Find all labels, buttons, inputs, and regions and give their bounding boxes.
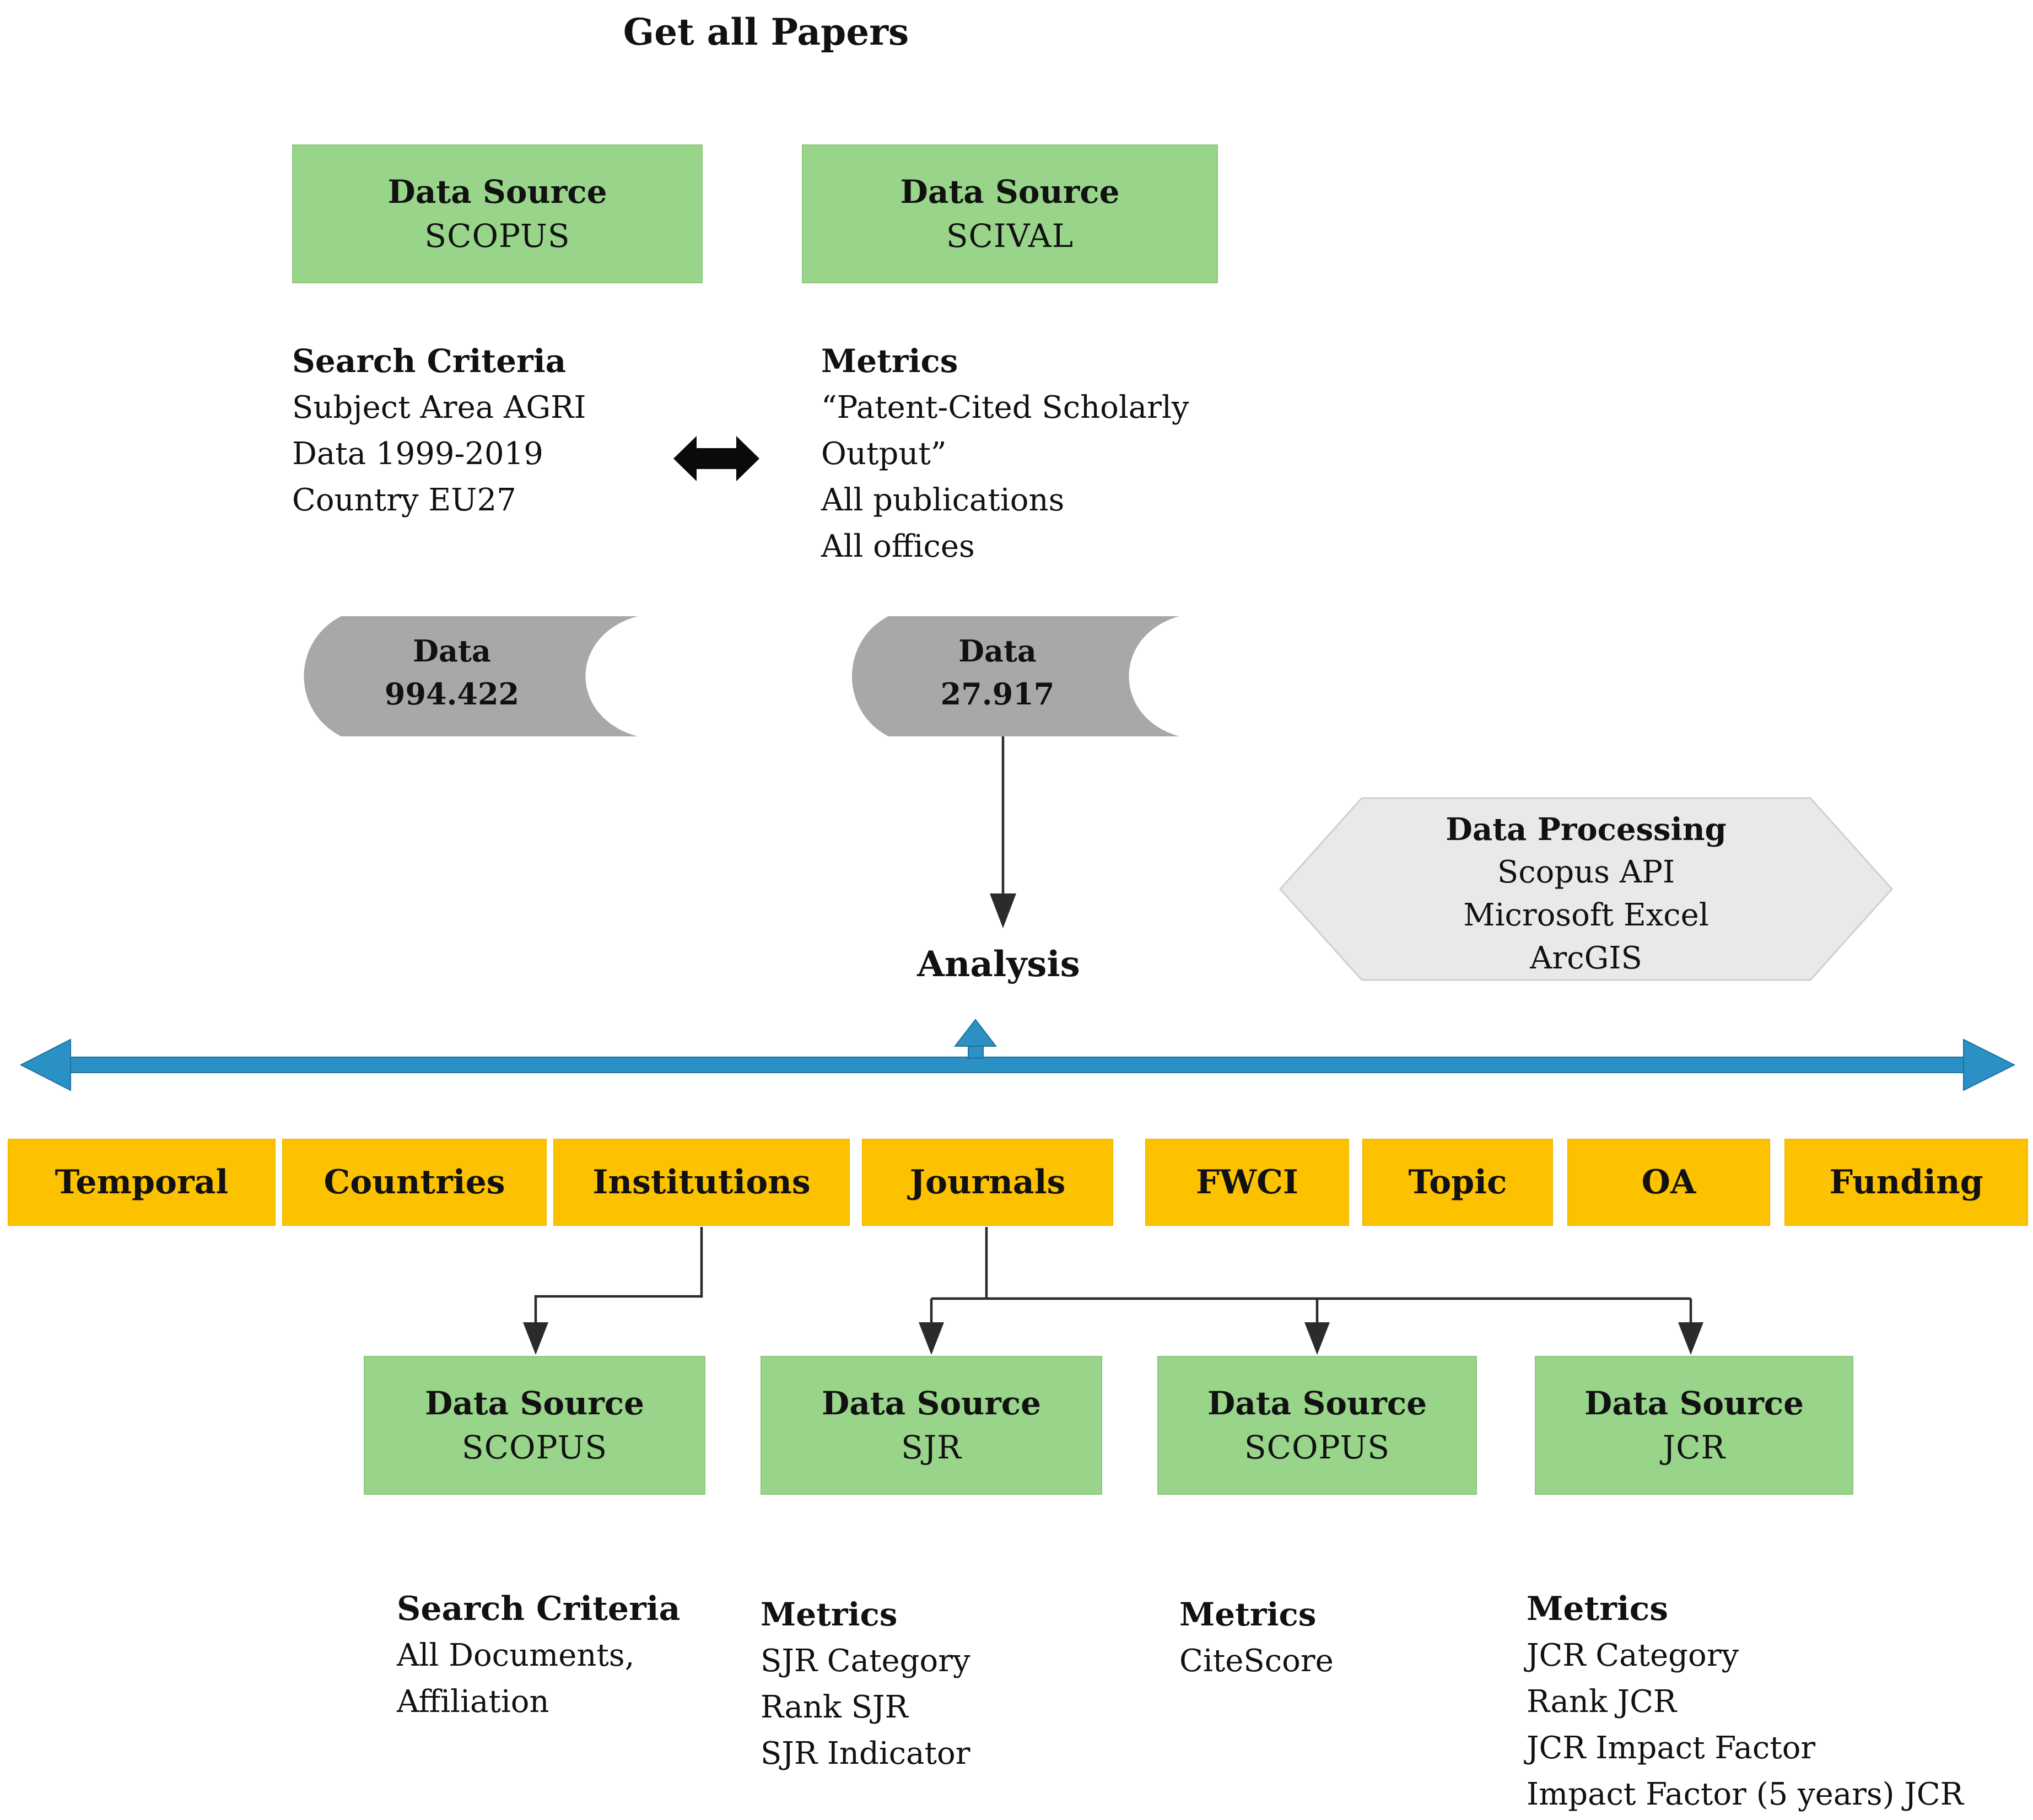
blue-arrowhead-up-icon — [953, 1019, 997, 1047]
dimension-label: Countries — [323, 1163, 505, 1202]
data-processing-hexagon — [1279, 797, 1894, 981]
blue-arrowhead-left-icon — [19, 1038, 71, 1091]
metrics-sjr-block: Metrics SJR Category Rank SJR SJR Indica… — [761, 1591, 970, 1777]
arrowhead-institutions-icon — [523, 1322, 548, 1355]
search-criteria-bottom-block: Search Criteria All Documents, Affiliati… — [397, 1585, 680, 1725]
arrowhead-scopus-icon — [1304, 1322, 1330, 1355]
dimension-label: FWCI — [1196, 1163, 1298, 1202]
block-line: Data 1999-2019 — [292, 436, 543, 472]
double-arrow-icon — [673, 436, 759, 481]
blue-arrowhead-right-icon — [1963, 1038, 2016, 1091]
block-header: Search Criteria — [292, 342, 567, 380]
dimension-box-oa: OA — [1567, 1139, 1770, 1226]
page-title: Get all Papers — [623, 10, 909, 53]
data-source-name: SCOPUS — [424, 217, 570, 255]
data-source-box-scopus-institutions: Data Source SCOPUS — [364, 1356, 705, 1495]
dimension-box-journals: Journals — [862, 1139, 1113, 1226]
dimension-label: Topic — [1408, 1163, 1507, 1202]
block-line: Scopus API — [1497, 854, 1675, 890]
dimension-box-temporal: Temporal — [8, 1139, 276, 1226]
data-source-header: Data Source — [822, 1385, 1041, 1422]
dimension-box-topic: Topic — [1362, 1139, 1553, 1226]
block-line: All Documents, — [397, 1638, 635, 1673]
data-processing-block: Data Processing Scopus API Microsoft Exc… — [1280, 808, 1892, 980]
block-line: Country EU27 — [292, 482, 516, 518]
block-line: JCR Impact Factor — [1527, 1730, 1816, 1766]
data-source-name: JCR — [1662, 1429, 1726, 1466]
data-source-name: SJR — [901, 1429, 962, 1466]
block-line: Rank SJR — [761, 1689, 908, 1725]
store-value: 27.917 — [940, 676, 1055, 712]
search-criteria-block: Search Criteria Subject Area AGRI Data 1… — [292, 337, 586, 524]
data-source-box-scopus-top: Data Source SCOPUS — [292, 144, 703, 283]
data-source-header: Data Source — [387, 173, 607, 211]
data-source-box-jcr: Data Source JCR — [1535, 1356, 1853, 1495]
block-header: Search Criteria — [397, 1590, 681, 1628]
block-line: All publications — [821, 482, 1065, 518]
block-line: Affiliation — [397, 1684, 549, 1720]
dimension-box-funding: Funding — [1784, 1139, 2028, 1226]
store-label: Data — [413, 633, 491, 669]
block-line: Microsoft Excel — [1463, 897, 1709, 933]
block-line: Output” — [821, 436, 947, 472]
block-line: Subject Area AGRI — [292, 390, 586, 426]
block-line: Impact Factor (5 years) JCR — [1527, 1776, 1964, 1812]
data-source-header: Data Source — [425, 1385, 644, 1422]
block-line: CiteScore — [1179, 1643, 1334, 1679]
metrics-citescore-block: Metrics CiteScore — [1179, 1591, 1334, 1684]
blue-axis-arrow — [19, 1019, 2016, 1091]
data-source-header: Data Source — [1207, 1385, 1427, 1422]
dimension-label: Funding — [1829, 1163, 1983, 1202]
block-line: Rank JCR — [1527, 1684, 1677, 1720]
dimension-label: Temporal — [55, 1163, 229, 1202]
dimension-label: OA — [1641, 1163, 1696, 1202]
block-line: All offices — [821, 529, 975, 564]
block-line: “Patent-Cited Scholarly — [821, 390, 1189, 426]
stored-data-shape-scopus — [304, 616, 638, 736]
connector-institutions — [534, 1227, 703, 1324]
data-source-name: SCOPUS — [461, 1429, 608, 1466]
metrics-jcr-block: Metrics JCR Category Rank JCR JCR Impact… — [1527, 1585, 1964, 1818]
dimension-label: Journals — [909, 1163, 1066, 1202]
block-header: Metrics — [1527, 1590, 1669, 1628]
dimension-box-fwci: FWCI — [1145, 1139, 1349, 1226]
store-label: Data — [958, 633, 1037, 669]
block-line: ArcGIS — [1530, 940, 1642, 976]
dimension-box-institutions: Institutions — [553, 1139, 850, 1226]
stored-data-shape-scival — [852, 616, 1179, 736]
dimension-label: Institutions — [592, 1163, 811, 1202]
data-store-scopus-label: Data 994.422 — [309, 629, 595, 715]
data-source-box-sjr: Data Source SJR — [761, 1356, 1102, 1495]
data-source-name: SCIVAL — [946, 217, 1074, 255]
block-line: JCR Category — [1527, 1638, 1739, 1673]
arrowhead-sjr-icon — [919, 1322, 944, 1355]
data-source-header: Data Source — [1584, 1385, 1804, 1422]
block-line: SJR Indicator — [761, 1736, 970, 1771]
data-store-scival-label: Data 27.917 — [854, 629, 1141, 715]
data-source-box-scival-top: Data Source SCIVAL — [802, 144, 1218, 283]
metrics-scival-block: Metrics “Patent-Cited Scholarly Output” … — [821, 337, 1189, 570]
block-header: Metrics — [821, 342, 958, 380]
dimension-box-countries: Countries — [282, 1139, 547, 1226]
data-source-box-scopus-journals: Data Source SCOPUS — [1157, 1356, 1477, 1495]
arrowhead-analysis-icon — [990, 893, 1016, 928]
data-source-name: SCOPUS — [1244, 1429, 1390, 1466]
data-source-header: Data Source — [900, 173, 1120, 211]
store-value: 994.422 — [384, 676, 520, 712]
analysis-label: Analysis — [917, 944, 1080, 985]
block-header: Data Processing — [1446, 811, 1727, 848]
block-line: SJR Category — [761, 1643, 970, 1679]
arrowhead-jcr-icon — [1678, 1322, 1703, 1355]
block-header: Metrics — [761, 1596, 898, 1633]
block-header: Metrics — [1179, 1596, 1317, 1633]
